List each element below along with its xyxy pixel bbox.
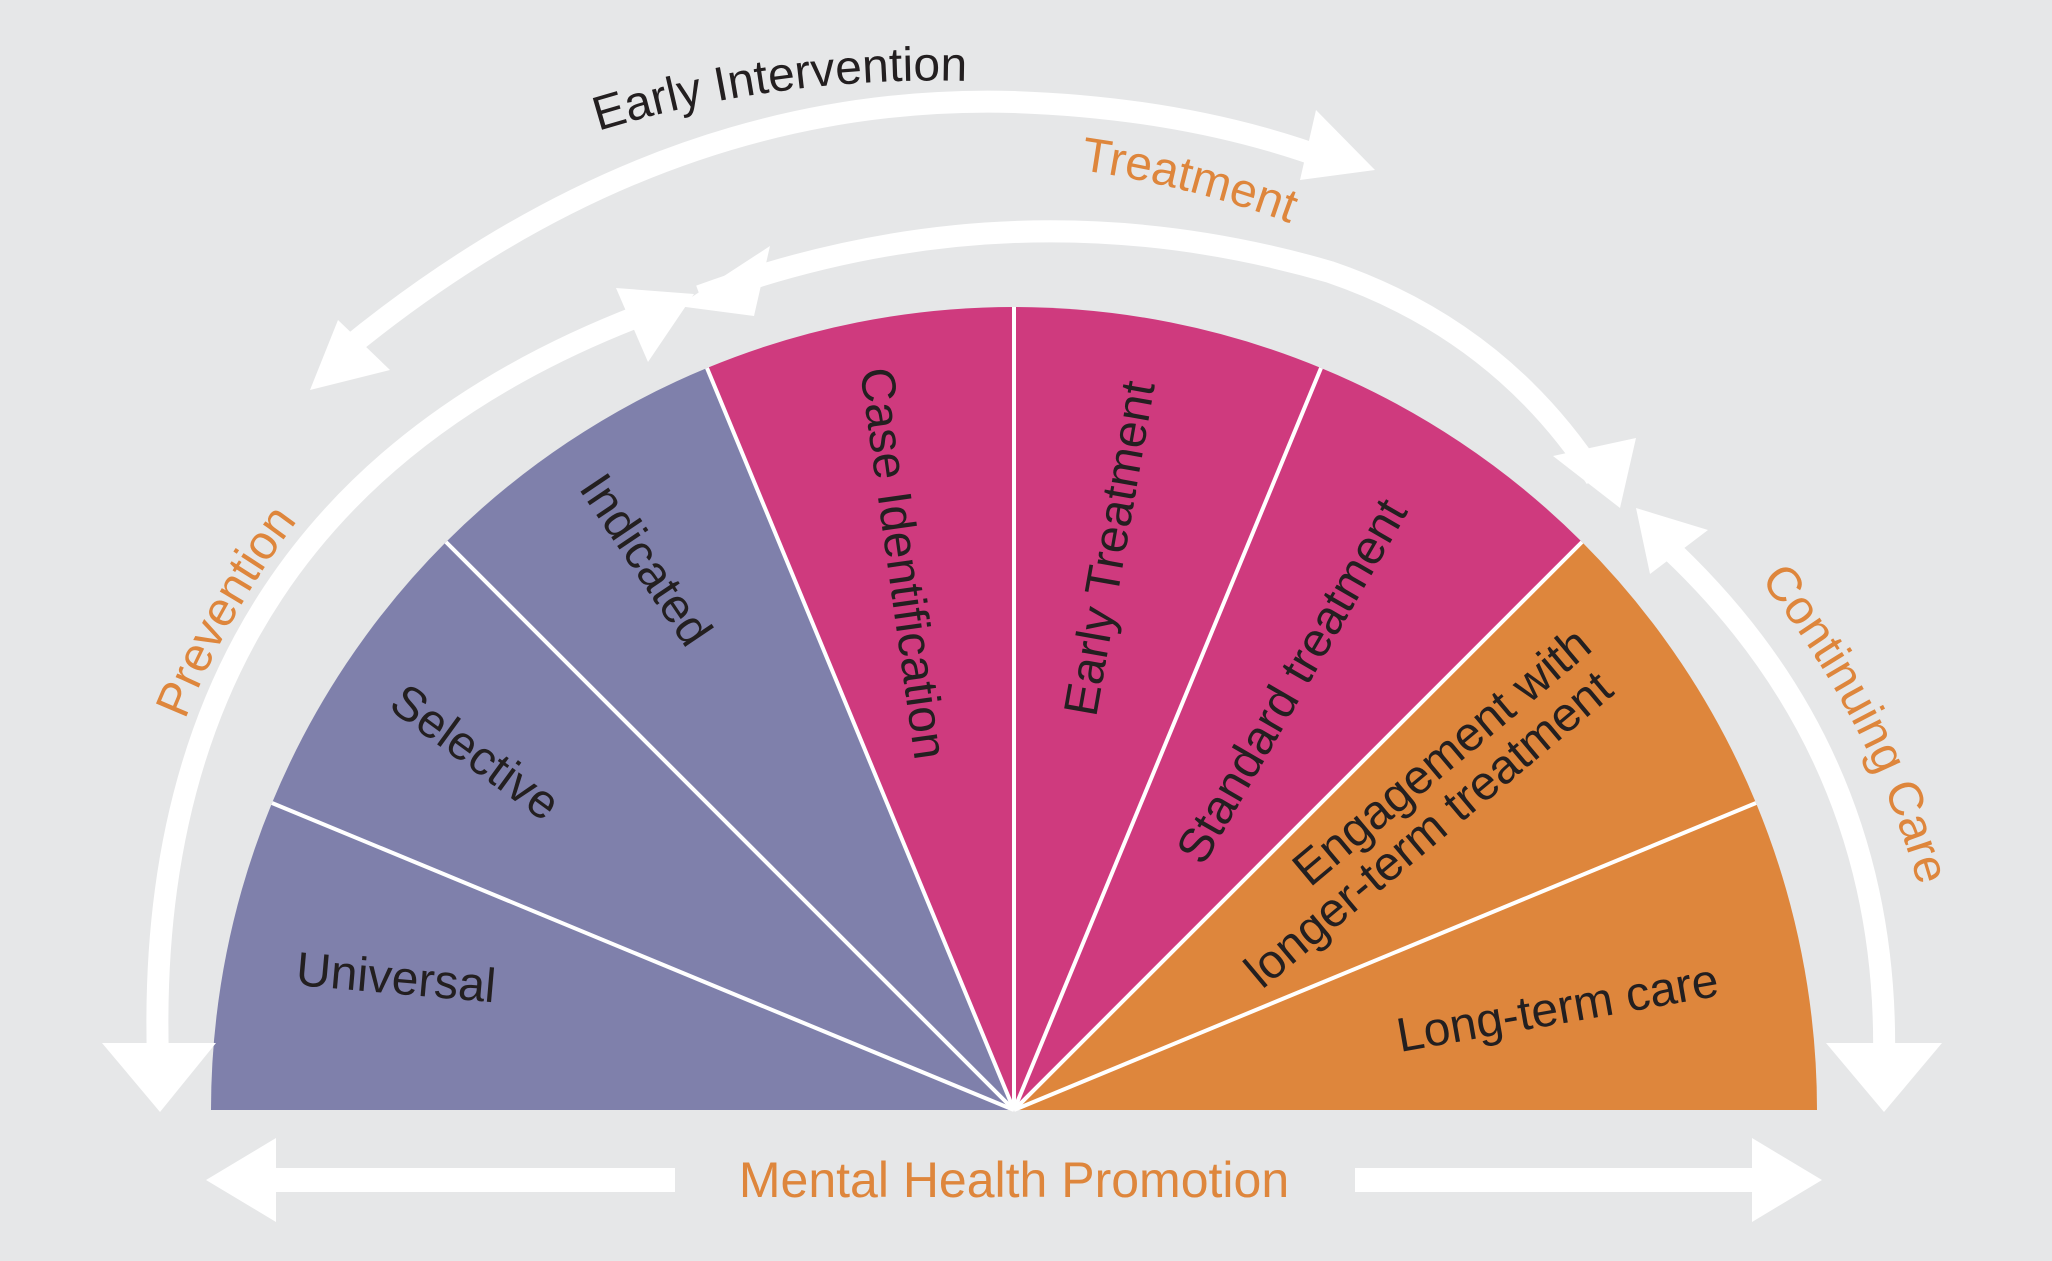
wedge-engagement — [1014, 542, 1756, 1110]
promotion-arrow — [206, 1138, 1822, 1222]
label-mental-health-promotion: Mental Health Promotion — [739, 1152, 1289, 1208]
continuing-care-arrow — [1636, 508, 1942, 1112]
wedge-selective — [272, 542, 1014, 1110]
wedge-indicated — [446, 368, 1014, 1110]
segment-wedges — [211, 307, 1817, 1112]
wedge-case-identification — [707, 307, 1014, 1110]
early-intervention-arrow — [310, 90, 1375, 390]
wedge-long-term-care — [1014, 803, 1817, 1110]
prevention-arrow — [102, 288, 694, 1112]
wedge-standard-treatment — [1014, 368, 1582, 1110]
wedge-early-treatment — [1014, 307, 1321, 1110]
wedge-dividers — [271, 307, 1757, 1112]
treatment-arrow — [678, 220, 1636, 508]
wedge-universal — [211, 803, 1014, 1110]
